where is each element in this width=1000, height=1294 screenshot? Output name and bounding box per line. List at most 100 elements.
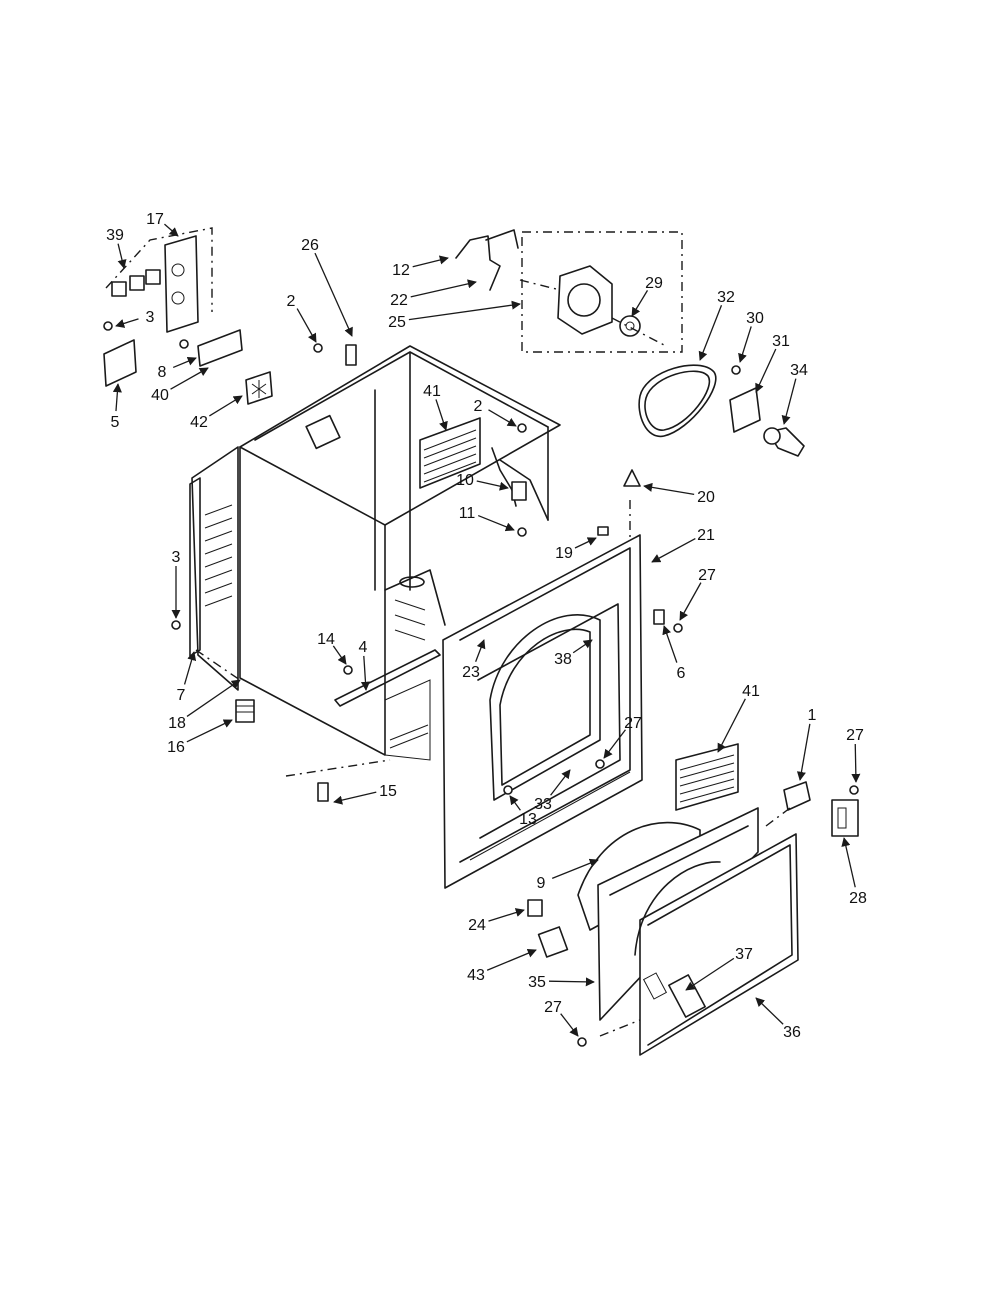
- callout-leader-27: [560, 1013, 579, 1037]
- callout-27: 27: [846, 727, 864, 744]
- callout-17: 17: [146, 211, 164, 228]
- callout-leader-25: [408, 300, 521, 321]
- callout-leader-30: [738, 326, 752, 363]
- callout-leader-20: [643, 482, 695, 496]
- callout-16: 16: [167, 739, 185, 756]
- callout-8: 8: [158, 364, 167, 381]
- callout-30: 30: [746, 310, 764, 327]
- callout-leader-6: [662, 625, 678, 663]
- callout-leader-29: [631, 290, 649, 317]
- labels: [245, 371, 739, 811]
- callout-38: 38: [554, 651, 572, 668]
- callout-33: 33: [534, 796, 552, 813]
- callout-27: 27: [544, 999, 562, 1016]
- callout-leader-33: [550, 769, 571, 796]
- callout-leader-40: [170, 367, 209, 390]
- motor-assembly: [455, 229, 805, 457]
- callout-41: 41: [742, 683, 760, 700]
- callout-41: 41: [423, 383, 441, 400]
- callout-leader-19: [574, 537, 597, 549]
- callout-25: 25: [388, 314, 406, 331]
- callout-leader-36: [755, 997, 784, 1025]
- callout-10: 10: [456, 472, 474, 489]
- callout-leader-2: [488, 409, 517, 427]
- callout-29: 29: [645, 275, 663, 292]
- callout-15: 15: [379, 783, 397, 800]
- callout-leader-41: [717, 698, 746, 753]
- callout-leader-2: [296, 308, 317, 343]
- callout-leader-16: [186, 719, 233, 743]
- callout-leader-39: [117, 243, 127, 269]
- callout-26: 26: [301, 237, 319, 254]
- callout-leader-27: [851, 743, 861, 783]
- callout-9: 9: [537, 875, 546, 892]
- callout-31: 31: [772, 333, 790, 350]
- callout-leader-7: [183, 651, 197, 685]
- callout-35: 35: [528, 974, 546, 991]
- callout-leader-27: [603, 729, 626, 759]
- callout-3: 3: [146, 309, 155, 326]
- callout-leader-13: [509, 795, 521, 811]
- callout-leader-31: [755, 348, 777, 393]
- callout-13: 13: [519, 811, 537, 828]
- callout-leader-15: [333, 791, 377, 805]
- callout-leader-41: [435, 399, 448, 431]
- callout-leader-42: [209, 395, 243, 417]
- callout-leader-9: [551, 858, 599, 880]
- callout-14: 14: [317, 631, 335, 648]
- callout-leader-38: [572, 639, 593, 654]
- callout-leader-1: [796, 723, 811, 781]
- callout-leader-4: [360, 655, 371, 691]
- callout-1: 1: [808, 707, 817, 724]
- callout-27: 27: [698, 567, 716, 584]
- callout-leader-14: [332, 645, 347, 665]
- callout-37: 37: [735, 946, 753, 963]
- callout-leader-3: [115, 318, 139, 328]
- callout-4: 4: [359, 639, 368, 656]
- callout-2: 2: [287, 293, 296, 310]
- callout-11: 11: [459, 505, 476, 522]
- callout-leader-27: [679, 582, 702, 621]
- callout-36: 36: [783, 1024, 801, 1041]
- callout-leader-34: [781, 378, 797, 425]
- side-panel-vents: [204, 504, 233, 607]
- callout-leader-24: [488, 908, 525, 922]
- callout-42: 42: [190, 414, 208, 431]
- callout-leader-10: [476, 480, 509, 491]
- callout-27: 27: [624, 715, 642, 732]
- callout-leader-23: [475, 639, 486, 663]
- callout-leader-17: [164, 223, 179, 237]
- callout-20: 20: [697, 489, 715, 506]
- callout-leader-43: [486, 948, 537, 971]
- callout-22: 22: [390, 292, 408, 309]
- callout-3: 3: [172, 549, 181, 566]
- front-panel: [442, 526, 665, 889]
- callout-leader-28: [841, 837, 856, 888]
- callout-18: 18: [168, 715, 186, 732]
- callout-39: 39: [106, 227, 124, 244]
- callout-labels: 1223345678910111213141516171819202122232…: [106, 211, 867, 1041]
- callout-leader-35: [548, 977, 595, 987]
- callout-leader-22: [410, 279, 477, 298]
- callout-34: 34: [790, 362, 808, 379]
- callout-leader-21: [651, 538, 696, 563]
- callout-7: 7: [177, 687, 186, 704]
- cabinet: [189, 345, 561, 761]
- callout-19: 19: [555, 545, 573, 562]
- callout-43: 43: [467, 967, 485, 984]
- callout-leader-5: [112, 383, 122, 412]
- callout-28: 28: [849, 890, 867, 907]
- callout-leader-11: [477, 514, 515, 532]
- alignment-lines: [195, 500, 791, 1037]
- callout-leader-8: [172, 356, 197, 369]
- callout-2: 2: [474, 398, 483, 415]
- screws: [103, 321, 859, 1047]
- terminal-parts: [103, 227, 243, 387]
- callout-24: 24: [468, 917, 486, 934]
- callout-32: 32: [717, 289, 735, 306]
- callout-12: 12: [392, 262, 410, 279]
- callout-5: 5: [111, 414, 120, 431]
- callout-leader-12: [412, 255, 449, 268]
- door-assembly: [577, 807, 799, 1056]
